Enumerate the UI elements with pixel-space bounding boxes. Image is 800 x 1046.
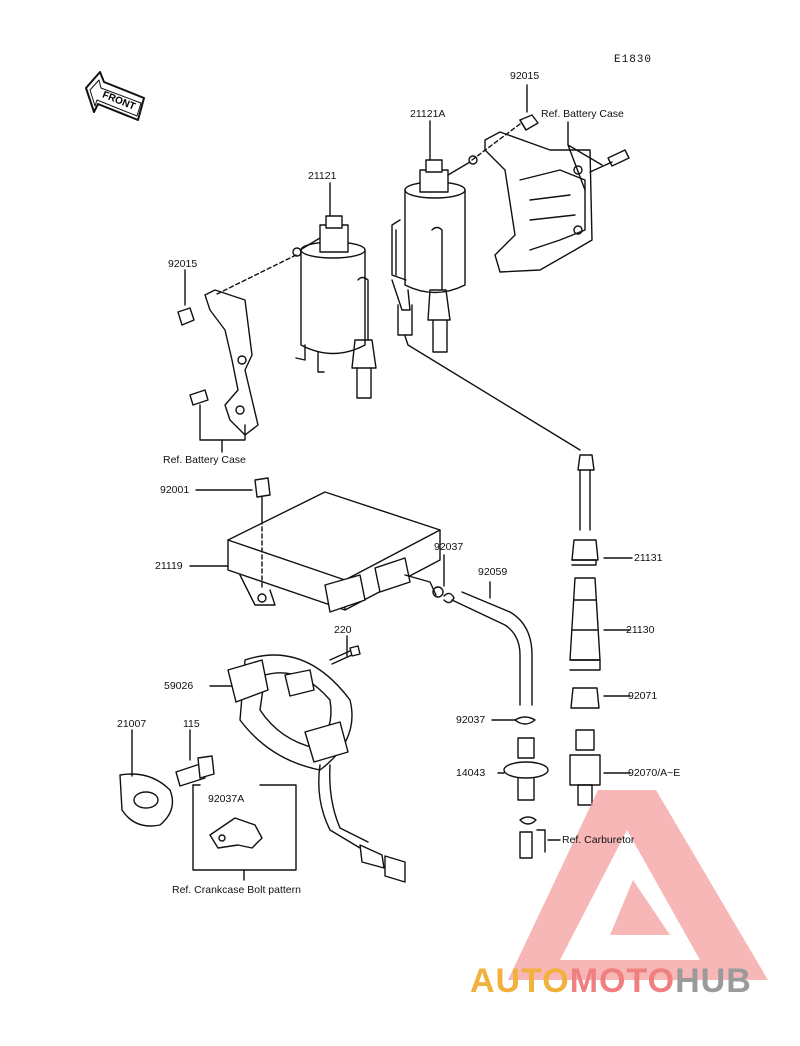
label-92001: 92001 [160, 484, 190, 496]
vacuum-valve [503, 737, 549, 859]
ref-battery-case-left: Ref. Battery Case [163, 454, 246, 466]
label-115: 115 [183, 718, 200, 730]
watermark-text: AUTOMOTOHUB [470, 962, 752, 1001]
coil-bracket-right [484, 131, 593, 273]
ref-battery-case-top: Ref. Battery Case [541, 108, 624, 120]
ic-igniter [227, 491, 444, 613]
ref-crankcase: Ref. Crankcase Bolt pattern [172, 884, 301, 896]
label-21007: 21007 [117, 718, 147, 730]
label-92037-mid: 92037 [456, 714, 486, 726]
nut-top [519, 114, 539, 131]
label-59026: 59026 [164, 680, 194, 692]
watermark-part3: HUB [675, 962, 752, 1000]
coil-bracket-left [204, 254, 297, 436]
label-220: 220 [334, 624, 352, 636]
bolt-115 [175, 755, 215, 787]
nut-left [177, 307, 195, 326]
label-92037-top: 92037 [434, 541, 464, 553]
label-92070: 92070/A~E [628, 767, 681, 779]
diagram-code: E1830 [614, 54, 653, 66]
ref-carburetor: Ref. Carburetor [562, 834, 635, 846]
label-21131: 21131 [634, 552, 663, 564]
label-14043: 14043 [456, 767, 486, 779]
label-92037a: 92037A [208, 793, 245, 805]
bolt-left [189, 389, 209, 406]
bolt-right [589, 149, 630, 173]
plug-cap-assembly [569, 454, 601, 806]
clamp-92037a [209, 817, 263, 849]
label-92071: 92071 [628, 690, 658, 702]
label-92059: 92059 [478, 566, 508, 578]
front-arrow-icon [85, 71, 145, 121]
timing-rotor [119, 773, 174, 827]
label-21119: 21119 [155, 560, 183, 572]
label-21121a: 21121A [410, 108, 446, 120]
ignition-coil-left [292, 215, 377, 399]
ignition-coil-right [391, 155, 478, 353]
watermark-part2: MOTO [569, 962, 676, 1000]
vacuum-hose [451, 591, 533, 706]
watermark-triangle-icon [508, 790, 768, 980]
label-21121: 21121 [308, 170, 337, 182]
bolt-92001 [254, 477, 271, 591]
screw-220 [329, 645, 361, 665]
label-92015-top: 92015 [510, 70, 540, 82]
watermark-part1: AUTO [470, 962, 570, 1000]
pickup-coil-assembly [227, 654, 406, 883]
label-92015-left: 92015 [168, 258, 198, 270]
label-21130: 21130 [626, 624, 655, 636]
